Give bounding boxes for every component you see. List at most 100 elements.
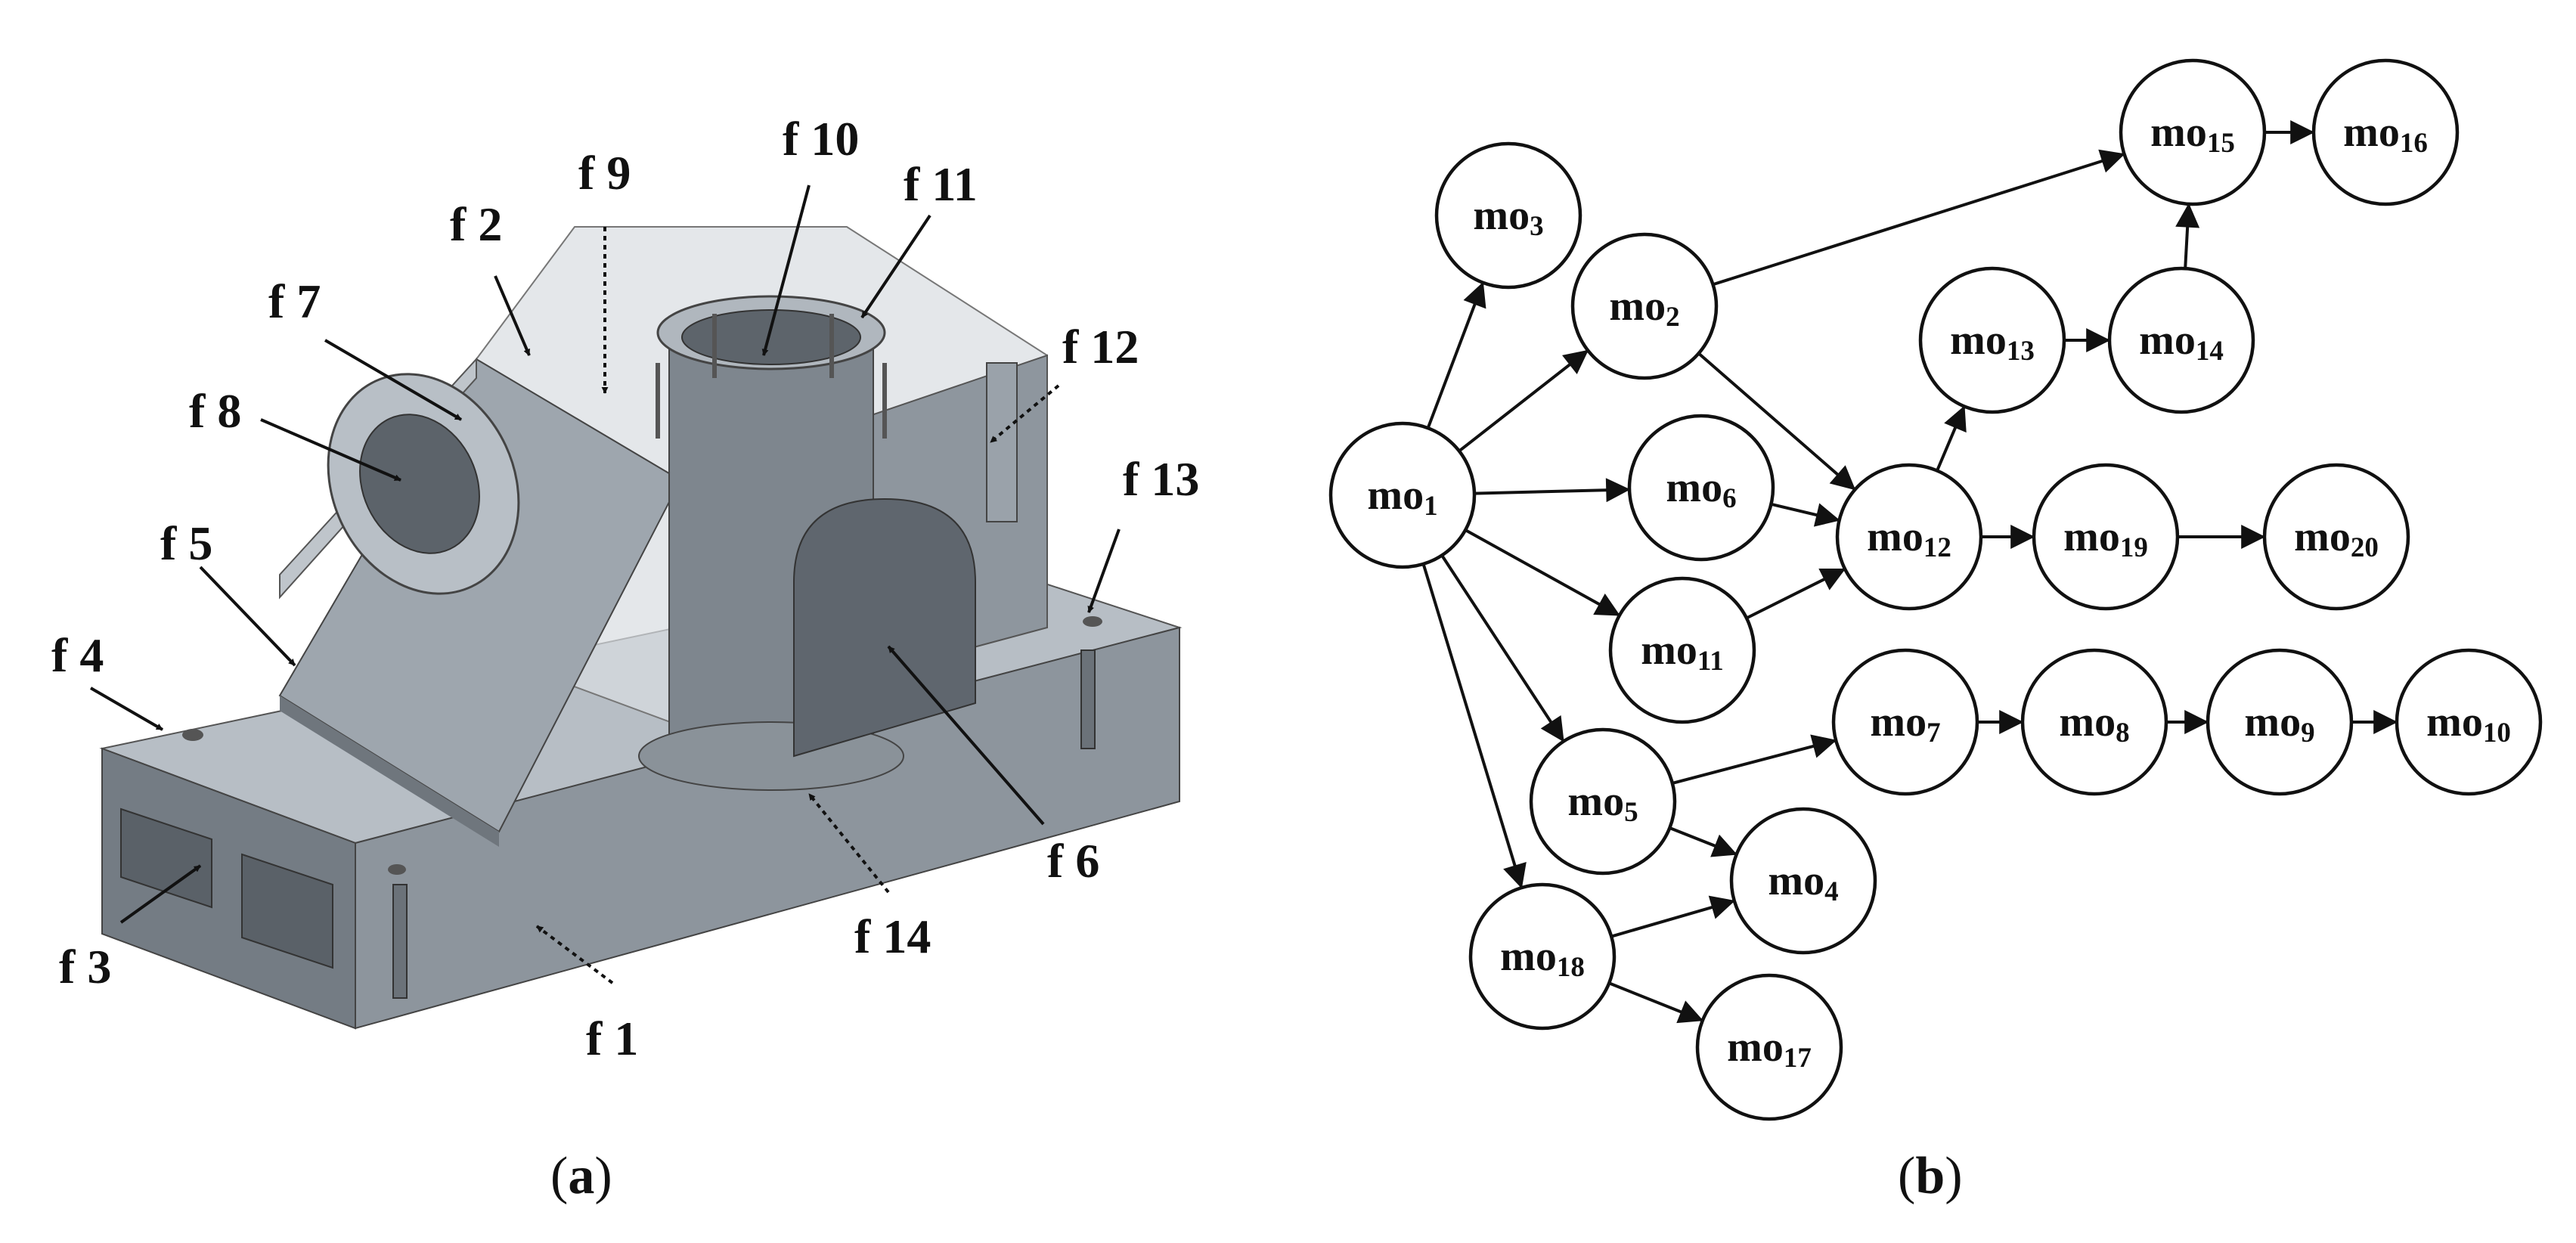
graph-node: mo20 — [2262, 463, 2410, 611]
graph-node: mo17 — [1695, 973, 1843, 1121]
feature-label: f 14 — [854, 910, 931, 963]
graph-node-label: mo9 — [2244, 699, 2314, 749]
graph-edge — [1474, 478, 1631, 503]
part-render — [99, 226, 1183, 1030]
graph-edge — [1426, 281, 1486, 429]
graph-node: mo3 — [1434, 141, 1582, 290]
graph-node-label: mo4 — [1768, 857, 1838, 907]
graph-node-label: mo20 — [2294, 513, 2379, 563]
graph-node: mo1 — [1328, 421, 1477, 569]
graph-node: mo7 — [1831, 648, 1979, 796]
graph-node-circle — [2311, 58, 2460, 206]
graph-node-circle — [1434, 141, 1582, 290]
feature-label: f 13 — [1123, 452, 1199, 506]
feature-label: f 8 — [189, 384, 241, 438]
feature-label: f 10 — [783, 112, 859, 166]
graph-node-label: mo17 — [1727, 1024, 1812, 1074]
graph-node-circle — [2020, 648, 2168, 796]
graph-node-label: mo15 — [2150, 109, 2235, 159]
graph-node-label: mo10 — [2426, 699, 2511, 749]
graph-edge — [2175, 203, 2200, 269]
feature-label: f 9 — [578, 146, 631, 200]
graph-node-circle — [2395, 648, 2543, 796]
panel-a-caption: (a) — [550, 1147, 612, 1205]
graph-node-circle — [1729, 807, 1877, 955]
feature-label: f 5 — [160, 516, 212, 570]
graph-node-label: mo13 — [1950, 317, 2035, 367]
graph-node-label: mo14 — [2139, 317, 2224, 367]
graph-nodes: mo1 mo2 mo3 mo4 mo5 mo6 mo7 mo8 mo9 mo10 mo11 mo12 m… — [1328, 58, 2543, 1121]
feature-label: f 1 — [586, 1012, 638, 1065]
graph-node: mo15 — [2119, 58, 2267, 206]
panel-a-part-model: f 1 f 2 f 3 f 4 f 5 f 6 f 7 f 8 f 9 f 10… — [51, 112, 1199, 1205]
graph-node-circle — [1529, 727, 1677, 876]
graph-edge — [1440, 554, 1564, 742]
graph-node: mo12 — [1835, 463, 1983, 611]
graph-node-circle — [2262, 463, 2410, 611]
graph-node: mo11 — [1608, 576, 1756, 724]
graph-edge — [1672, 734, 1837, 785]
graph-edge — [1697, 352, 1856, 491]
graph-node-label: mo16 — [2343, 109, 2428, 159]
graph-node-label: mo11 — [1641, 627, 1724, 677]
graph-node-circle — [1831, 648, 1979, 796]
graph-node-label: mo8 — [2059, 699, 2129, 749]
graph-node: mo18 — [1468, 882, 1617, 1031]
graph-node: mo16 — [2311, 58, 2460, 206]
graph-node: mo4 — [1729, 807, 1877, 955]
graph-edge — [1421, 563, 1527, 889]
graph-node: mo9 — [2206, 648, 2354, 796]
panel-b-operation-graph: mo1 mo2 mo3 mo4 mo5 mo6 mo7 mo8 mo9 mo10 mo11 mo12 m… — [1328, 58, 2543, 1205]
feature-label: f 12 — [1062, 320, 1139, 374]
graph-node-circle — [2206, 648, 2354, 796]
graph-edge — [1458, 349, 1589, 453]
graph-node-circle — [2119, 58, 2267, 206]
graph-node: mo8 — [2020, 648, 2168, 796]
graph-edge — [1610, 895, 1735, 938]
feature-leaders — [89, 184, 1121, 984]
graph-node-label: mo12 — [1867, 513, 1951, 563]
graph-edge — [1746, 568, 1846, 620]
graph-node-label: mo5 — [1567, 778, 1638, 828]
feature-label: f 2 — [450, 197, 502, 251]
graph-node-circle — [2032, 463, 2180, 611]
graph-node-circle — [1468, 882, 1617, 1031]
feature-label: f 3 — [59, 940, 111, 993]
graph-node-circle — [1835, 463, 1983, 611]
graph-node: mo6 — [1627, 414, 1775, 562]
graph-node-circle — [2107, 266, 2255, 414]
graph-node: mo2 — [1570, 232, 1719, 380]
feature-label: f 4 — [51, 628, 104, 682]
graph-node-label: mo2 — [1609, 283, 1679, 333]
graph-node-circle — [1570, 232, 1719, 380]
feature-label: f 7 — [268, 274, 321, 328]
graph-node: mo14 — [2107, 266, 2255, 414]
graph-node-label: mo1 — [1367, 472, 1437, 522]
feature-labels: f 1 f 2 f 3 f 4 f 5 f 6 f 7 f 8 f 9 f 10… — [51, 112, 1199, 1065]
feature-label: f 6 — [1047, 834, 1099, 888]
graph-edge — [1669, 826, 1737, 857]
graph-edge — [1712, 149, 2125, 287]
graph-node-label: mo3 — [1473, 192, 1543, 242]
graph-node-label: mo7 — [1870, 699, 1940, 749]
graph-node-label: mo19 — [2063, 513, 2148, 563]
graph-edge — [1465, 529, 1620, 616]
graph-node: mo13 — [1918, 266, 2066, 414]
graph-node-label: mo6 — [1666, 464, 1736, 514]
graph-edge — [1936, 405, 1967, 472]
graph-node: mo5 — [1529, 727, 1677, 876]
graph-node-circle — [1918, 266, 2066, 414]
graph-edge — [1608, 981, 1703, 1024]
graph-node-circle — [1695, 973, 1843, 1121]
graph-node-circle — [1627, 414, 1775, 562]
graph-edges — [1421, 120, 2398, 1024]
graph-node-circle — [1328, 421, 1477, 569]
feature-label: f 11 — [904, 157, 978, 211]
graph-edge — [1770, 502, 1840, 527]
graph-node-circle — [1608, 576, 1756, 724]
graph-node: mo19 — [2032, 463, 2180, 611]
graph-node: mo10 — [2395, 648, 2543, 796]
panel-b-caption: (b) — [1898, 1147, 1963, 1205]
graph-node-label: mo18 — [1500, 933, 1585, 983]
